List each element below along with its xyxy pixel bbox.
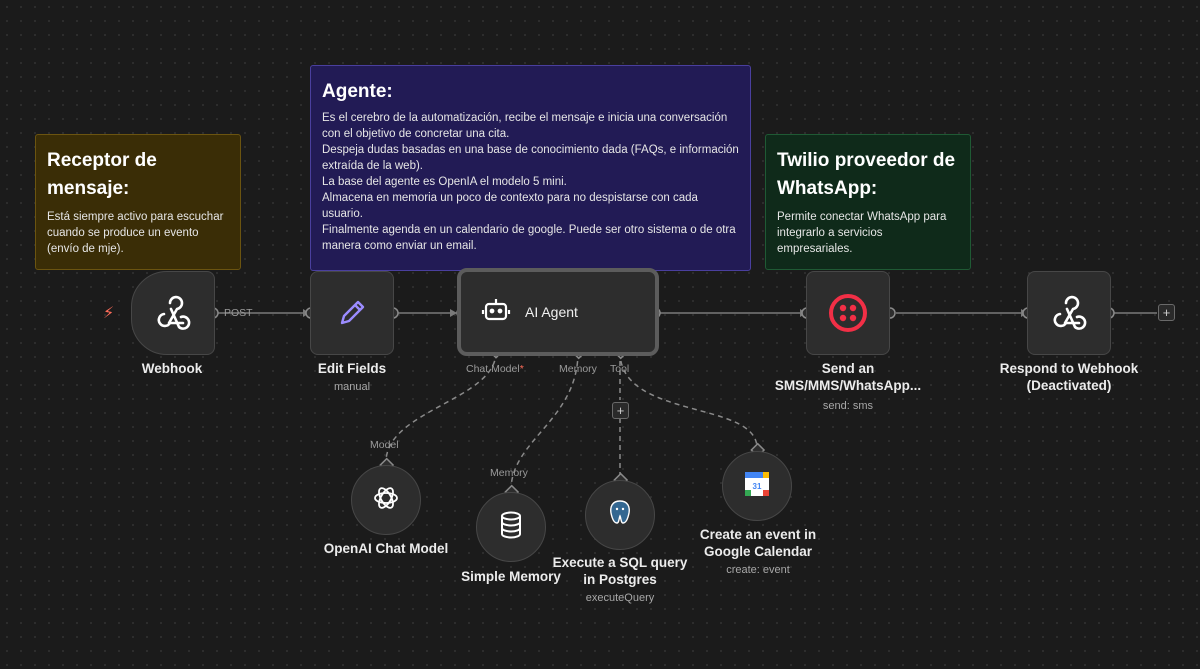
trigger-bolt-icon: ⚡	[103, 305, 115, 322]
node-postgres[interactable]	[585, 480, 655, 550]
port-label-memory: Memory	[559, 363, 597, 375]
sticky-note-receptor[interactable]: Receptor de mensaje: Está siempre activo…	[35, 134, 241, 270]
robot-icon	[481, 295, 511, 330]
add-node-button[interactable]: +	[1158, 304, 1175, 321]
database-icon	[498, 511, 524, 544]
sticky-body: Está siempre activo para escuchar cuando…	[47, 211, 224, 255]
webhook-icon	[153, 293, 193, 333]
port-label-model: Model	[370, 439, 399, 451]
connection-tool-calendar	[619, 351, 758, 449]
connection-chatmodel	[385, 351, 497, 463]
google-calendar-icon: 31	[744, 471, 770, 502]
node-respond-to-webhook[interactable]	[1027, 271, 1111, 355]
add-tool-button[interactable]: +	[612, 402, 629, 419]
node-openai-chat-model[interactable]	[351, 465, 421, 535]
svg-text:31: 31	[753, 482, 762, 491]
node-sublabel: manual	[333, 381, 371, 393]
node-sublabel: executeQuery	[585, 592, 655, 604]
node-label: Create an event in Google Calendar	[699, 527, 817, 559]
sticky-title: Agente:	[322, 81, 393, 102]
node-label: Edit Fields	[317, 361, 387, 376]
node-label: OpenAI Chat Model	[323, 541, 449, 556]
webhook-icon	[1049, 293, 1089, 333]
node-label: Send an SMS/MMS/WhatsApp...	[774, 361, 922, 393]
postgres-icon	[606, 498, 634, 533]
node-twilio[interactable]	[806, 271, 890, 355]
sticky-note-agente[interactable]: Agente: Es el cerebro de la automatizaci…	[310, 65, 751, 271]
sticky-body: Es el cerebro de la automatización, reci…	[322, 112, 739, 252]
port-label-memory-sub: Memory	[490, 467, 528, 479]
node-sublabel: send: sms	[822, 400, 874, 412]
node-sublabel: create: event	[726, 564, 790, 576]
pencil-icon	[332, 293, 372, 333]
node-label: Respond to Webhook (Deactivated)	[999, 361, 1139, 393]
sticky-title: Receptor de mensaje:	[47, 150, 157, 199]
sticky-body: Permite conectar WhatsApp para integrarl…	[777, 211, 947, 255]
node-label: Simple Memory	[461, 569, 561, 584]
port-label-tool: Tool	[610, 363, 630, 375]
sticky-note-twilio[interactable]: Twilio proveedor de WhatsApp: Permite co…	[765, 134, 971, 270]
node-label: AI Agent	[525, 304, 578, 320]
sticky-title: Twilio proveedor de WhatsApp:	[777, 150, 956, 199]
openai-icon	[371, 483, 401, 518]
node-label: Execute a SQL query in Postgres	[552, 555, 688, 587]
node-label: Webhook	[141, 361, 203, 376]
connection-label-post: POST	[224, 307, 253, 319]
node-google-calendar[interactable]: 31	[722, 451, 792, 521]
twilio-icon	[828, 293, 868, 333]
port-label-chat-model: Chat Model*	[466, 363, 524, 375]
node-simple-memory[interactable]	[476, 492, 546, 562]
node-ai-agent[interactable]: AI Agent	[457, 268, 659, 356]
connection-memory	[510, 351, 579, 491]
node-webhook[interactable]	[131, 271, 215, 355]
node-edit-fields[interactable]	[310, 271, 394, 355]
